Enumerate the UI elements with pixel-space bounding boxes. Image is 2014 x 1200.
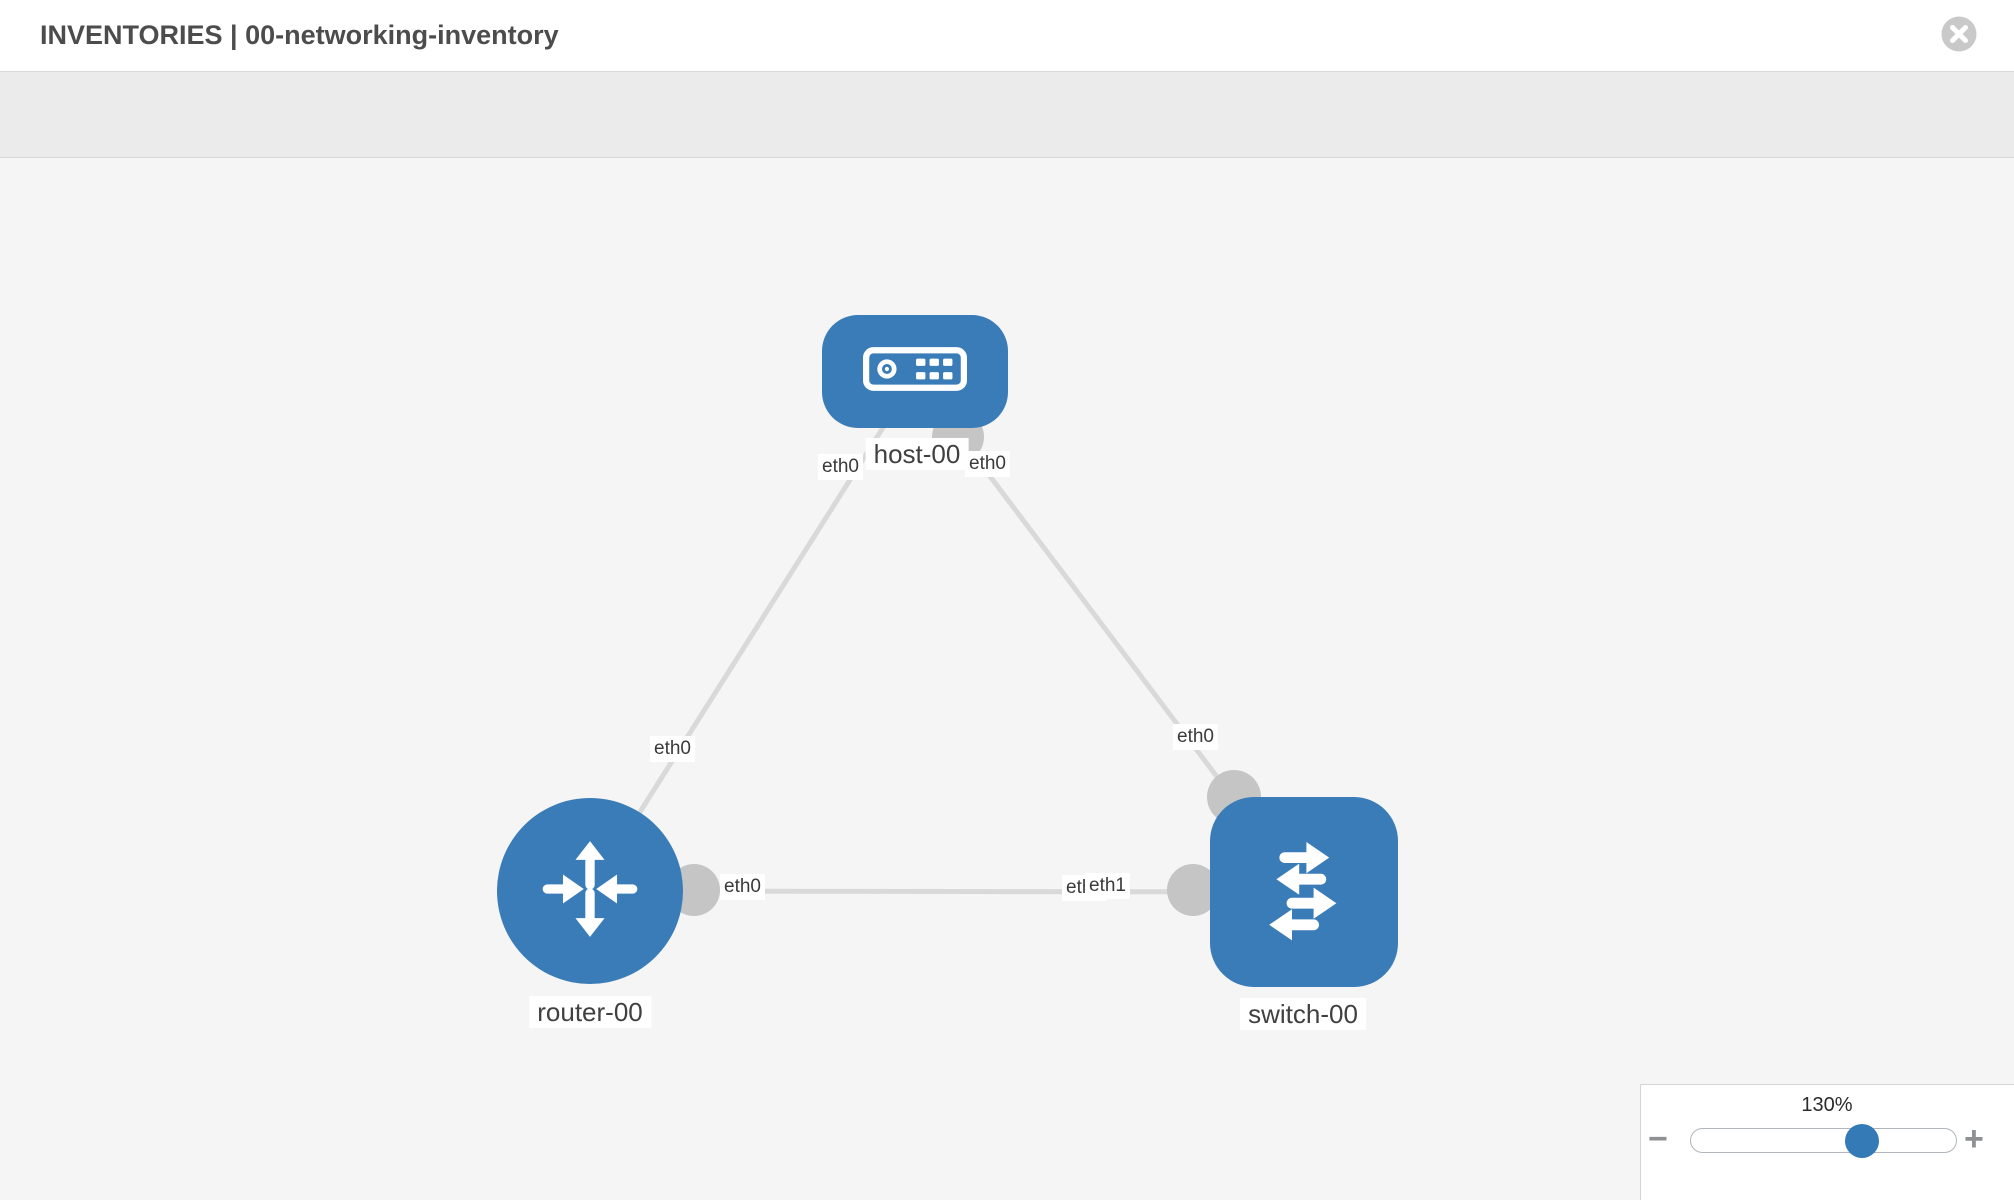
zoom-slider-thumb[interactable] xyxy=(1845,1124,1879,1158)
zoom-out-button[interactable]: − xyxy=(1648,1120,1668,1158)
zoom-in-button[interactable]: + xyxy=(1964,1120,1984,1158)
interface-label-host-right: eth0 xyxy=(965,451,1010,477)
router-icon xyxy=(538,837,642,946)
interface-label-host-left: eth0 xyxy=(818,454,863,480)
node-switch-00[interactable] xyxy=(1210,797,1398,987)
toolbar: ACTIONS xyxy=(0,72,2014,214)
interface-label-router-top: eth0 xyxy=(650,736,695,762)
zoom-slider-track[interactable] xyxy=(1690,1128,1957,1153)
switch-icon xyxy=(1244,830,1364,955)
close-button[interactable] xyxy=(1940,15,1978,53)
modal-header: INVENTORIES | 00-networking-inventory xyxy=(0,0,2014,72)
zoom-level-value: 130% xyxy=(1801,1094,1853,1116)
node-host-00[interactable] xyxy=(822,315,1008,428)
node-label-host-00: host-00 xyxy=(865,438,969,470)
close-icon xyxy=(1940,16,1978,56)
node-label-switch-00: switch-00 xyxy=(1240,998,1366,1030)
page-title: INVENTORIES | 00-networking-inventory xyxy=(40,20,559,50)
node-router-00[interactable] xyxy=(497,798,683,984)
interface-label-switch-top: eth0 xyxy=(1173,724,1218,750)
server-icon xyxy=(863,347,967,396)
node-label-router-00: router-00 xyxy=(529,996,651,1028)
topology-canvas[interactable] xyxy=(0,158,2014,1200)
interface-label-mid-router-end: eth0 xyxy=(720,874,765,900)
interface-label-mid-switch-end-front: eth1 xyxy=(1085,873,1130,899)
